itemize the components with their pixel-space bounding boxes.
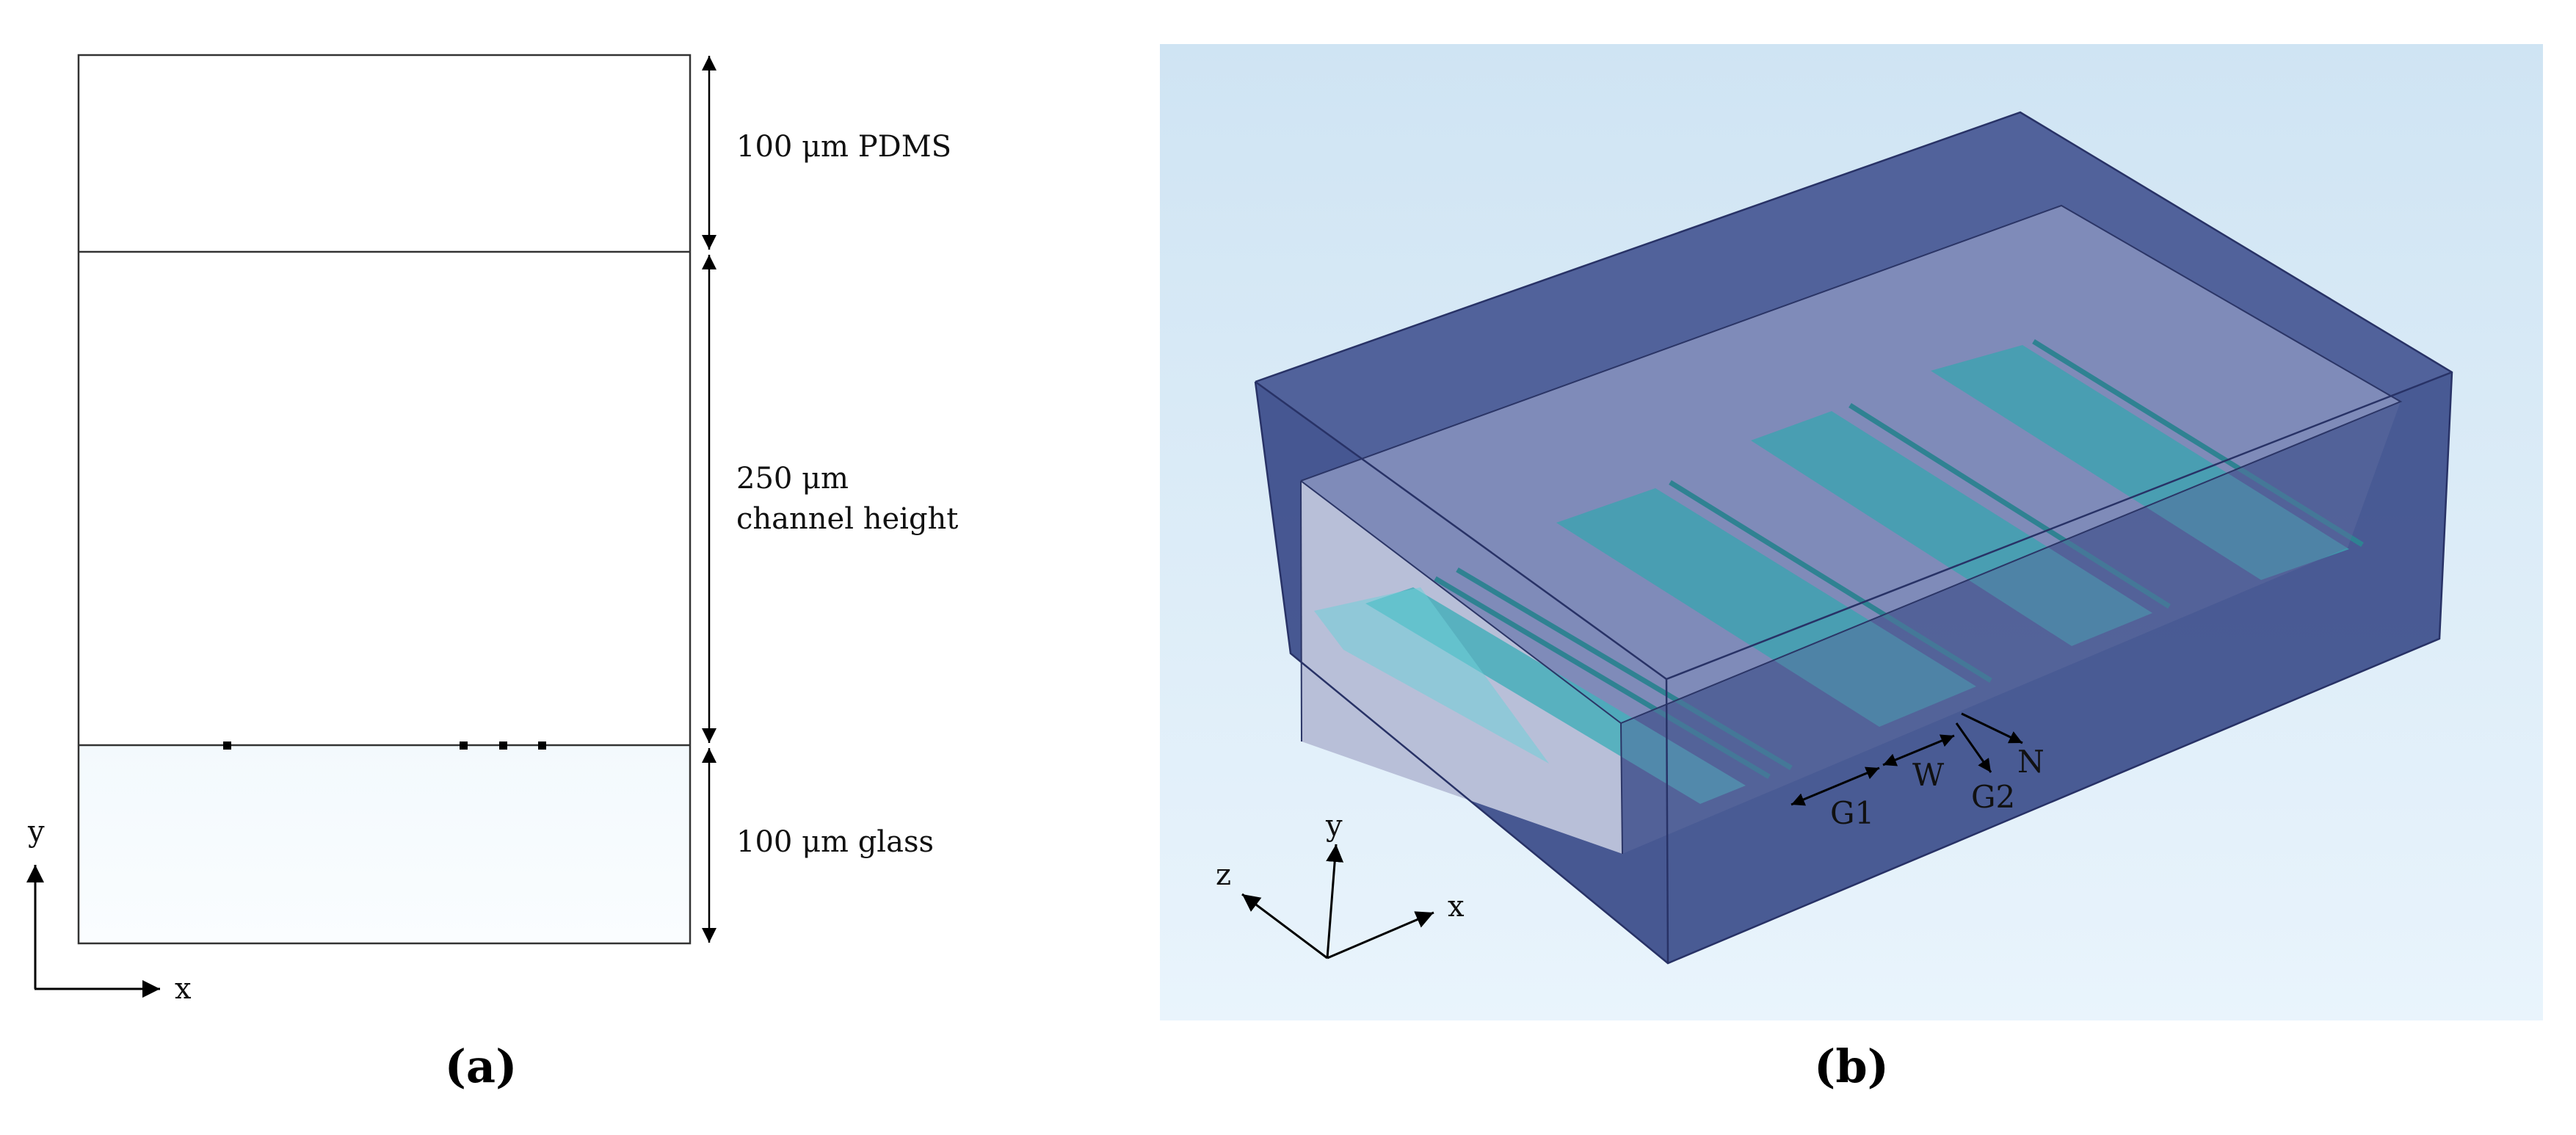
electrode-marker — [538, 741, 546, 750]
electrode-marker — [460, 741, 468, 750]
channel-edges — [1300, 204, 2403, 725]
electrode-strip — [1931, 345, 2349, 580]
electrode-strips — [1365, 339, 2364, 804]
channel-left-highlight — [1314, 587, 1549, 764]
inner-channel — [1300, 204, 2403, 855]
electrode-thin-line — [1434, 576, 1771, 780]
y-axis-3d-label: y — [1325, 809, 1343, 843]
electrode-strip — [1556, 488, 1976, 727]
glass-layer — [79, 745, 690, 943]
y-axis-label: y — [27, 815, 45, 849]
label-n: N — [2017, 744, 2045, 780]
electrode-marker — [223, 741, 231, 750]
axes-2d: y x — [26, 815, 192, 1006]
channel-front-wall — [1621, 402, 2401, 854]
g2-leader — [1955, 722, 1992, 773]
electrode-marker — [499, 741, 507, 750]
electrode-strip — [1365, 587, 1746, 804]
panel-a: 100 μm PDMS 250 μm channel height 100 μm… — [26, 54, 958, 1093]
w-arrow — [1882, 734, 1955, 766]
cross-section-frame — [77, 54, 692, 945]
g1-arrow — [1790, 766, 1880, 806]
axes-3d: x y z — [1216, 809, 1465, 960]
channel-edge — [1300, 480, 1302, 742]
y-axis-3d — [1326, 844, 1344, 959]
electrode-thin-line — [1669, 480, 1992, 683]
outer-box-edges — [1254, 111, 2453, 965]
label-g2: G2 — [1971, 779, 2015, 815]
label-w: W — [1912, 757, 1945, 793]
dimension-callouts: G1 W G2 N — [1790, 712, 2045, 831]
electrode-thin-line — [1456, 567, 1793, 771]
label-g1: G1 — [1830, 795, 1874, 831]
electrode-strip — [1751, 411, 2152, 646]
panel-a-caption: (a) — [445, 1040, 518, 1093]
channel-edge — [1620, 722, 1623, 855]
electrode-thin-line — [2032, 339, 2364, 547]
electrode-thin-line — [1848, 403, 2171, 609]
label-glass: 100 μm glass — [736, 825, 934, 859]
label-channel-height: channel height — [736, 502, 958, 536]
panel-b: G1 W G2 N x y z (b) — [1160, 44, 2543, 1093]
x-axis-3d-label: x — [1448, 890, 1465, 924]
label-pdms: 100 μm PDMS — [736, 130, 951, 164]
electrode-markers — [223, 741, 546, 750]
label-channel-thickness: 250 μm — [736, 462, 849, 496]
x-axis-label: x — [175, 972, 192, 1006]
n-leader — [1961, 712, 2023, 744]
x-axis-3d — [1327, 911, 1434, 960]
panel-b-caption: (b) — [1814, 1040, 1889, 1093]
z-axis-3d-label: z — [1216, 858, 1231, 892]
z-axis-3d — [1241, 893, 1328, 960]
